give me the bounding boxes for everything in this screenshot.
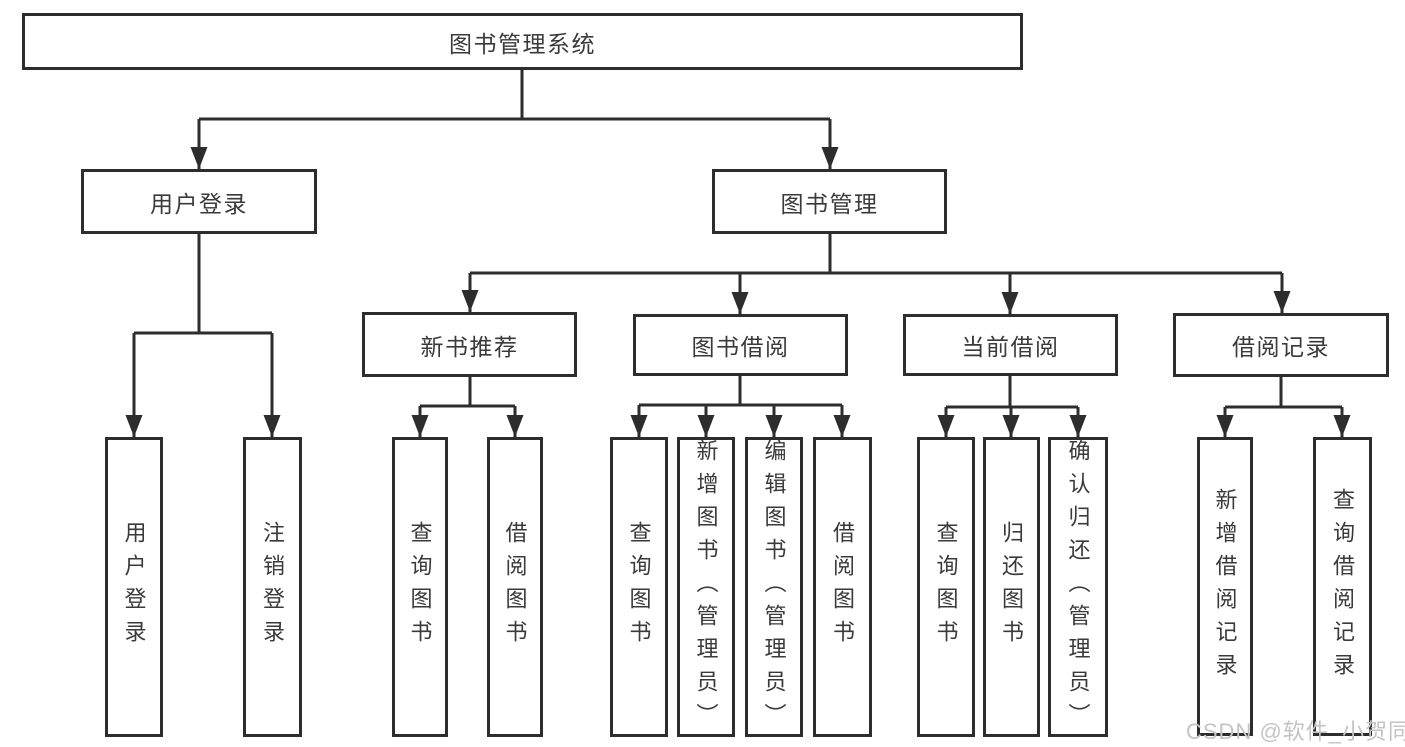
node-borrow-records: 借阅记录 xyxy=(1173,313,1389,377)
node-user-login: 用户登录 xyxy=(81,169,317,234)
node-current-borrow-label: 当前借阅 xyxy=(961,334,1060,360)
node-new-book-recommend: 新书推荐 xyxy=(362,312,577,377)
csdn-watermark: CSDN @软件_小贺同学 xyxy=(1186,719,1405,744)
leaf-bb-add-books-admin: 新增图书（管理员） xyxy=(677,437,735,737)
leaf-user-login: 用户登录 xyxy=(105,437,163,737)
leaf-br-query-borrow-record: 查询借阅记录 xyxy=(1313,437,1372,736)
leaf-cb-confirm-return-admin: 确认归还（管理员） xyxy=(1048,437,1108,737)
node-borrow-records-label: 借阅记录 xyxy=(1232,334,1330,360)
leaf-logout: 注销登录 xyxy=(243,437,302,737)
leaf-bb-add-books-admin-label: 新增图书（管理员） xyxy=(693,438,719,736)
node-book-management-label: 图书管理 xyxy=(780,190,879,217)
leaf-user-login-label: 用户登录 xyxy=(121,521,147,653)
node-new-book-recommend-label: 新书推荐 xyxy=(420,333,519,360)
leaf-logout-label: 注销登录 xyxy=(260,521,286,653)
leaf-nr-borrow-books: 借阅图书 xyxy=(487,437,543,737)
leaf-bb-query-books: 查询图书 xyxy=(610,437,668,737)
leaf-bb-borrow-books-label: 借阅图书 xyxy=(830,521,856,653)
leaf-nr-borrow-books-label: 借阅图书 xyxy=(502,521,528,653)
node-current-borrow: 当前借阅 xyxy=(903,314,1118,376)
leaf-nr-query-books-label: 查询图书 xyxy=(407,521,433,653)
leaf-bb-edit-books-admin-label: 编辑图书（管理员） xyxy=(761,438,787,736)
leaf-nr-query-books: 查询图书 xyxy=(392,437,448,737)
node-user-login-label: 用户登录 xyxy=(150,190,248,217)
leaf-cb-query-books-label: 查询图书 xyxy=(933,521,959,653)
node-book-borrow-label: 图书借阅 xyxy=(691,334,790,360)
leaf-bb-edit-books-admin: 编辑图书（管理员） xyxy=(745,437,803,737)
leaf-cb-return-books: 归还图书 xyxy=(983,437,1040,737)
leaf-cb-confirm-return-admin-label: 确认归还（管理员） xyxy=(1065,438,1091,736)
leaf-br-query-borrow-record-label: 查询借阅记录 xyxy=(1330,487,1356,686)
leaf-bb-query-books-label: 查询图书 xyxy=(626,521,652,653)
leaf-bb-borrow-books: 借阅图书 xyxy=(813,437,872,737)
node-root: 图书管理系统 xyxy=(22,13,1023,70)
leaf-br-add-borrow-record: 新增借阅记录 xyxy=(1197,437,1253,736)
node-book-borrow: 图书借阅 xyxy=(633,314,848,376)
node-root-label: 图书管理系统 xyxy=(449,30,596,57)
leaf-cb-return-books-label: 归还图书 xyxy=(999,521,1025,653)
leaf-br-add-borrow-record-label: 新增借阅记录 xyxy=(1212,487,1238,686)
leaf-cb-query-books: 查询图书 xyxy=(917,437,975,737)
node-book-management: 图书管理 xyxy=(712,169,947,234)
